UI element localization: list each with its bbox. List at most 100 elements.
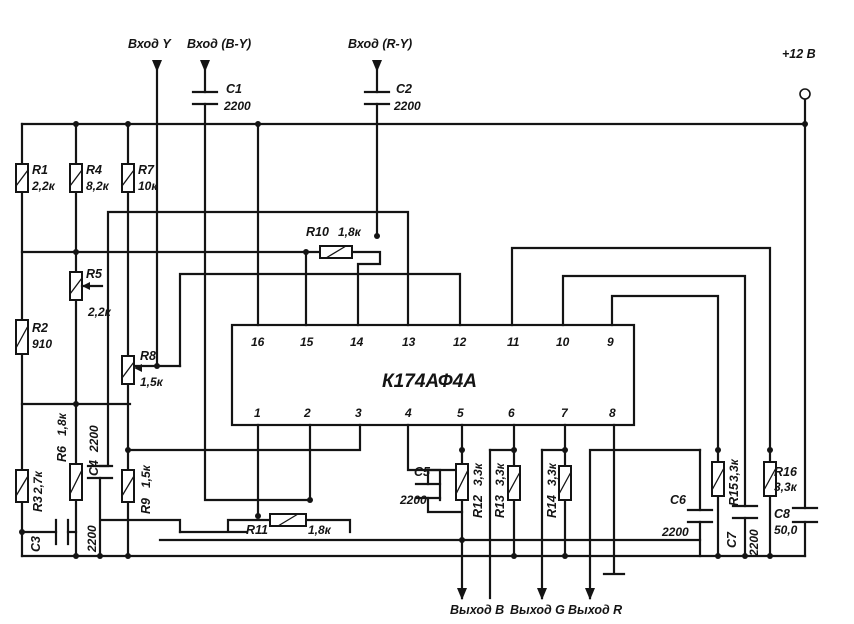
c7-ref: C7 <box>725 531 739 548</box>
output-b-label: Выход B <box>450 603 504 617</box>
pin-10: 10 <box>556 335 570 349</box>
r9-value: 1,5к <box>139 464 153 488</box>
output-r-line <box>588 448 702 600</box>
pin10-net <box>561 274 747 508</box>
r10-ref: R10 <box>306 225 329 239</box>
c4-ref: C4 <box>87 460 101 476</box>
input-y-arrow <box>152 60 162 72</box>
r16-ref: R16 <box>774 465 798 479</box>
resistor-r13 <box>507 465 521 501</box>
c7-value: 2200 <box>747 529 761 557</box>
supply-label: +12 В <box>782 47 816 61</box>
capacitor-c2 <box>363 90 391 106</box>
r14-value: 3,3к <box>545 462 559 486</box>
resistor-r11 <box>269 513 307 527</box>
output-b-arrow <box>457 588 467 600</box>
r11-ref: R11 <box>246 523 268 537</box>
input-ry-arrow <box>372 60 382 72</box>
pin9-net <box>610 294 720 464</box>
capacitor-c5 <box>414 482 442 500</box>
junction-dots <box>19 121 808 559</box>
output-r-label: Выход R <box>568 603 622 617</box>
r6-ref: R6 <box>55 445 69 462</box>
r7-value: 10к <box>138 179 158 193</box>
input-ry-label: Вход (R-Y) <box>348 37 412 51</box>
pin-5: 5 <box>457 406 464 420</box>
c4-value: 2200 <box>87 425 101 453</box>
r4-ref: R4 <box>86 163 102 177</box>
pin-16: 16 <box>251 335 265 349</box>
resistor-r16 <box>763 461 777 497</box>
input-by-arrow <box>200 60 210 72</box>
pin-11: 11 <box>507 335 520 349</box>
capacitor-c4 <box>86 464 114 480</box>
terminals <box>152 60 811 600</box>
r12-value: 3,3к <box>471 462 485 486</box>
r5-ref: R5 <box>86 267 103 281</box>
r7-ref: R7 <box>138 163 155 177</box>
c8-ref: C8 <box>774 507 790 521</box>
pin-4: 4 <box>404 406 412 420</box>
resistor-r15 <box>711 461 725 497</box>
ic-body <box>230 323 636 427</box>
pin-6: 6 <box>508 406 515 420</box>
c8-value: 50,0 <box>774 523 798 537</box>
pin-15: 15 <box>300 335 314 349</box>
input-by-label: Вход (B-Y) <box>187 37 251 51</box>
r10-value: 1,8к <box>338 225 362 239</box>
r13-ref: R13 <box>493 495 507 518</box>
pin12-net <box>178 272 462 368</box>
resistor-r2 <box>15 319 29 355</box>
r1-value: 2,2к <box>31 179 56 193</box>
c6-ref: C6 <box>670 493 687 507</box>
pin-3: 3 <box>355 406 362 420</box>
r13-value: 3,3к <box>493 462 507 486</box>
c2-ref: C2 <box>396 82 412 96</box>
capacitor-c1 <box>191 90 219 106</box>
input-y-label: Вход Y <box>128 37 172 51</box>
pin-1: 1 <box>254 406 261 420</box>
labels: Вход Y Вход (B-Y) Вход (R-Y) +12 В C1 22… <box>29 37 816 617</box>
resistor-r14 <box>558 465 572 501</box>
r15-ref: R15 <box>727 482 741 506</box>
r8-value: 1,5к <box>140 375 164 389</box>
r2-ref: R2 <box>32 321 48 335</box>
pin-14: 14 <box>350 335 364 349</box>
r6-value: 1,8к <box>55 412 69 436</box>
resistor-r4 <box>69 163 83 193</box>
c5-value: 2200 <box>399 493 427 507</box>
resistor-r8 <box>121 355 142 385</box>
pin-13: 13 <box>402 335 416 349</box>
r5-value: 2,2к <box>87 305 112 319</box>
pin8-ground <box>602 423 626 576</box>
resistors <box>15 163 777 527</box>
pin3-net <box>126 423 362 452</box>
c5-ref: C5 <box>414 465 431 479</box>
resistor-r1 <box>15 163 29 193</box>
resistor-r6 <box>69 463 83 501</box>
ic-label: К174АФ4А <box>382 371 477 392</box>
c2-value: 2200 <box>393 99 421 113</box>
r10-left-net <box>20 250 382 327</box>
capacitor-c7 <box>731 504 759 520</box>
output-g-arrow <box>537 588 547 600</box>
pin-7: 7 <box>561 406 569 420</box>
capacitor-c6 <box>686 508 714 524</box>
r12-ref: R12 <box>471 495 485 518</box>
capacitor-c3 <box>54 518 70 546</box>
pin-9: 9 <box>607 335 614 349</box>
pin-12: 12 <box>453 335 467 349</box>
output-r-arrow <box>585 588 595 600</box>
pin11-net <box>510 246 772 464</box>
r8-ref: R8 <box>140 349 156 363</box>
c3-ref: C3 <box>29 536 43 552</box>
resistor-r9 <box>121 469 135 503</box>
ic-k174af4a: К174АФ4А 16 15 14 13 12 11 10 9 1 2 3 4 … <box>230 323 636 427</box>
resistor-r7 <box>121 163 135 193</box>
r9-ref: R9 <box>139 498 153 514</box>
r4-value: 8,2к <box>86 179 110 193</box>
wiring <box>20 60 807 600</box>
supply-terminal <box>799 88 811 100</box>
capacitor-c8 <box>791 506 819 524</box>
r2-value: 910 <box>32 337 52 351</box>
